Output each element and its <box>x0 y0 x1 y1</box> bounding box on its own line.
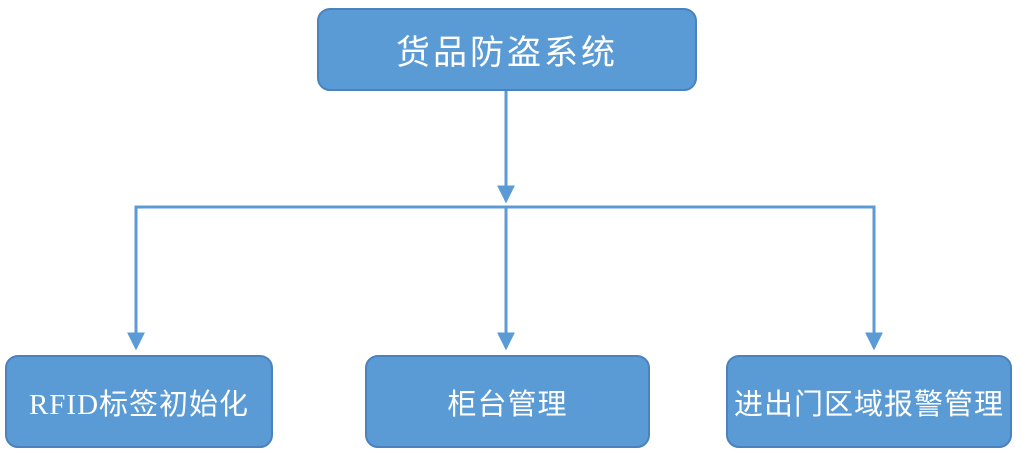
node-entry-exit-alarm-management: 进出门区域报警管理 <box>726 355 1012 448</box>
node-root-label: 货品防盗系统 <box>396 35 618 72</box>
node-counter-management: 柜台管理 <box>365 355 650 448</box>
node-counter-management-label: 柜台管理 <box>447 388 568 421</box>
node-rfid-tag-init-label: RFID标签初始化 <box>28 388 250 421</box>
node-root-system: 货品防盗系统 <box>317 8 697 91</box>
node-rfid-tag-init: RFID标签初始化 <box>5 355 273 448</box>
node-entry-exit-alarm-management-label: 进出门区域报警管理 <box>733 388 1004 421</box>
